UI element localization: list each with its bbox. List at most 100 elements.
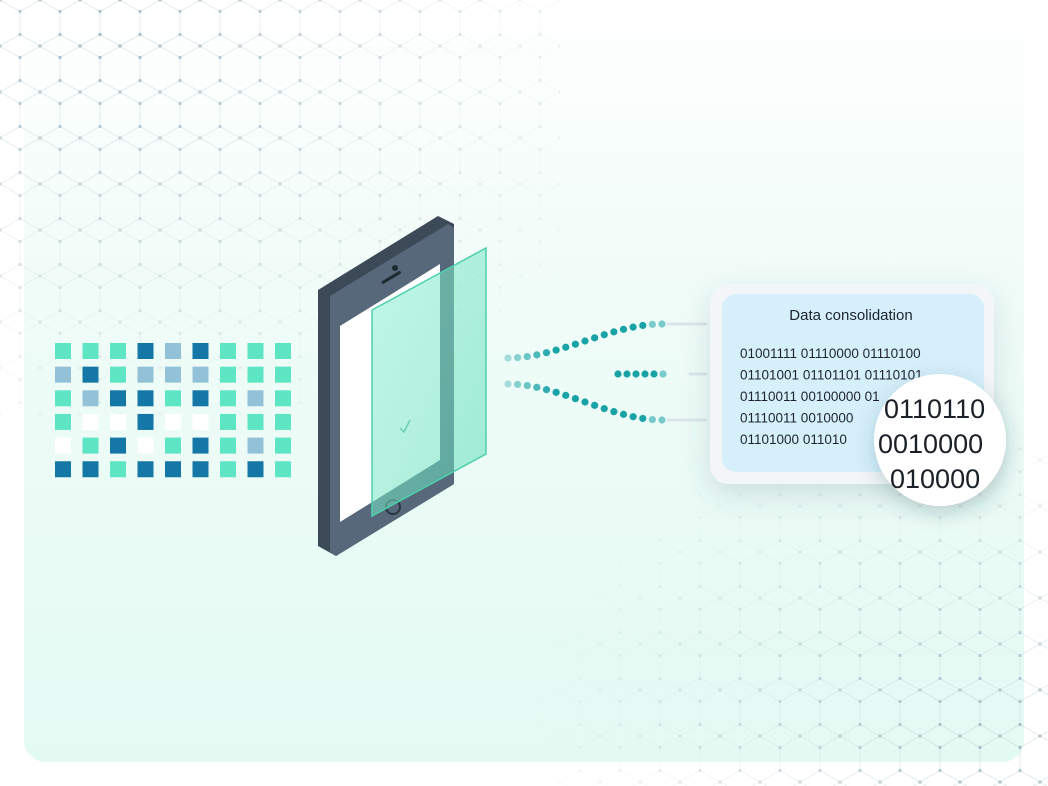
grid-cell <box>275 461 291 478</box>
grid-cell <box>55 366 71 383</box>
grid-cell <box>110 390 126 407</box>
stream-dot <box>523 381 531 390</box>
grid-cell <box>247 461 264 478</box>
stream-dot <box>562 391 570 399</box>
stream-dot <box>648 415 656 424</box>
stream-dot <box>542 349 551 357</box>
grid-cell <box>137 413 154 430</box>
magnified-binary-line: 0110110 <box>884 394 985 424</box>
stream-dot <box>533 351 541 359</box>
grid-cell <box>82 461 99 478</box>
grid-cell <box>137 390 154 407</box>
grid-cell <box>55 437 71 454</box>
grid-cell <box>82 366 99 383</box>
grid-cell <box>220 366 236 383</box>
grid-cell <box>275 437 291 454</box>
stream-dot <box>504 380 512 388</box>
grid-cell <box>275 343 291 359</box>
binary-line: 01101000 011010 <box>740 432 847 447</box>
stream-dot <box>619 325 628 333</box>
grid-cell <box>110 343 126 359</box>
grid-cell <box>247 343 264 359</box>
stream-dot <box>542 386 551 394</box>
stream-dot <box>629 323 637 331</box>
grid-cell <box>137 437 154 454</box>
grid-cell <box>220 343 236 359</box>
stream-dot <box>552 346 560 354</box>
grid-cell <box>137 366 154 383</box>
stream-dot <box>600 405 608 413</box>
stream-dot <box>523 352 531 361</box>
grid-cell <box>220 461 236 478</box>
magnified-binary-text: 0110110 0010000 010000 <box>878 394 985 494</box>
grid-cell <box>55 461 71 478</box>
glass-overlay <box>371 246 487 518</box>
grid-cell <box>110 366 126 383</box>
grid-cell <box>110 413 126 430</box>
grid-cell <box>192 366 209 383</box>
binary-line: 01110011 0010000 <box>740 411 853 426</box>
grid-cell <box>82 413 99 430</box>
stream-dot <box>552 388 560 396</box>
stream-dot <box>591 334 599 342</box>
binary-line: 01001111 01110000 01110100 <box>740 346 921 361</box>
grid-cell <box>220 413 236 430</box>
grid-cell <box>275 413 291 430</box>
grid-cell <box>55 413 71 430</box>
stream-dot <box>648 320 656 328</box>
stream-dot <box>614 370 622 378</box>
stream-dot <box>591 401 599 409</box>
stream-dot <box>600 331 608 339</box>
stream-dot <box>632 370 640 378</box>
panel-title: Data consolidation <box>789 307 912 324</box>
data-pixel-grid <box>55 343 291 478</box>
grid-cell <box>137 461 154 478</box>
grid-cell <box>165 390 181 407</box>
grid-cell <box>165 343 181 359</box>
stream-dot <box>639 414 647 423</box>
stream-dot <box>610 328 618 336</box>
binary-line: 01110011 00100000 01 <box>740 389 880 404</box>
grid-cell <box>55 390 71 407</box>
grid-cell <box>275 390 291 407</box>
grid-cell <box>110 461 126 478</box>
grid-cell <box>82 390 99 407</box>
grid-cell <box>275 366 291 383</box>
stream-dot <box>658 320 666 328</box>
stream-dot <box>629 413 637 421</box>
grid-cell <box>247 366 264 383</box>
stream-dot <box>639 321 647 330</box>
grid-cell <box>192 437 209 454</box>
stream-dot <box>562 343 570 351</box>
stream-dot <box>659 370 667 378</box>
grid-cell <box>165 461 181 478</box>
grid-cell <box>247 390 264 407</box>
grid-cell <box>247 413 264 430</box>
grid-cell <box>192 461 209 478</box>
stream-dot <box>504 354 512 362</box>
grid-cell <box>220 390 236 407</box>
stream-dot <box>610 408 618 416</box>
grid-cell <box>165 413 181 430</box>
magnifier-lens <box>874 374 1006 506</box>
stream-dot <box>619 410 628 418</box>
magnified-binary-line: 010000 <box>890 464 980 494</box>
stream-guide-lines <box>666 322 708 422</box>
magnified-binary-line: 0010000 <box>878 429 983 459</box>
stream-dot <box>571 395 579 403</box>
grid-cell <box>220 437 236 454</box>
stream-dot <box>514 380 522 389</box>
grid-cell <box>82 437 99 454</box>
grid-cell <box>137 343 154 359</box>
stream-dot <box>514 354 522 362</box>
grid-cell <box>165 366 181 383</box>
grid-cell <box>82 343 99 359</box>
stream-dot <box>581 337 589 345</box>
stream-dot <box>658 416 666 424</box>
grid-cell <box>192 413 209 430</box>
grid-cell <box>55 343 71 359</box>
dot-stream-connector <box>504 320 667 424</box>
grid-cell <box>192 343 209 359</box>
